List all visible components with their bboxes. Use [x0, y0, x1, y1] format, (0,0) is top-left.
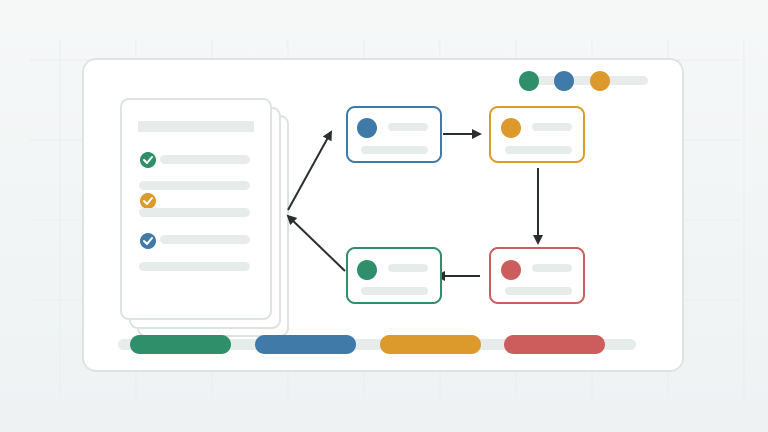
- node-title-placeholder: [388, 123, 428, 131]
- connectors: [286, 129, 543, 281]
- node-subtitle-placeholder: [361, 287, 428, 295]
- process-node-red: [489, 247, 585, 304]
- node-status-dot: [501, 118, 521, 138]
- process-node-amber: [489, 106, 585, 163]
- check-mark: [143, 237, 153, 245]
- check-icon: [140, 152, 156, 168]
- progress-segment-blue: [255, 335, 356, 354]
- progress-segment-red: [504, 335, 605, 354]
- progress-segment-green: [130, 335, 231, 354]
- checklist-text-placeholder: [139, 181, 250, 190]
- checklist-item: [140, 152, 250, 168]
- node-subtitle-placeholder: [361, 146, 428, 154]
- arrow-doc-to-blue: [287, 130, 332, 211]
- legend-dot-blue: [554, 71, 574, 91]
- document-stack: [120, 98, 289, 337]
- node-status-dot: [357, 118, 377, 138]
- node-subtitle-placeholder: [505, 146, 572, 154]
- check-icon: [140, 193, 156, 209]
- progress-bar: [118, 335, 636, 354]
- checklist-text-placeholder: [139, 262, 250, 271]
- check-icon: [140, 233, 156, 249]
- legend-dot-amber: [590, 71, 610, 91]
- process-node-blue: [346, 106, 442, 163]
- checklist-text-placeholder: [139, 208, 250, 217]
- node-status-dot: [501, 260, 521, 280]
- legend-dot-green: [519, 71, 539, 91]
- check-mark: [143, 156, 153, 164]
- arrow-green-to-doc: [286, 214, 346, 272]
- node-title-placeholder: [532, 123, 572, 131]
- node-status-dot: [357, 260, 377, 280]
- legend: [519, 71, 648, 91]
- document-heading-placeholder: [138, 121, 254, 132]
- checklist-item: [140, 193, 156, 209]
- node-title-placeholder: [388, 264, 428, 272]
- checklist-item: [140, 233, 250, 249]
- process-node-green: [346, 247, 442, 304]
- checklist-text-placeholder: [160, 155, 250, 164]
- node-title-placeholder: [532, 264, 572, 272]
- legend-track: [520, 76, 648, 85]
- progress-segment-amber: [380, 335, 481, 354]
- checklist-text-placeholder: [160, 235, 250, 244]
- check-mark: [143, 197, 153, 205]
- node-subtitle-placeholder: [505, 287, 572, 295]
